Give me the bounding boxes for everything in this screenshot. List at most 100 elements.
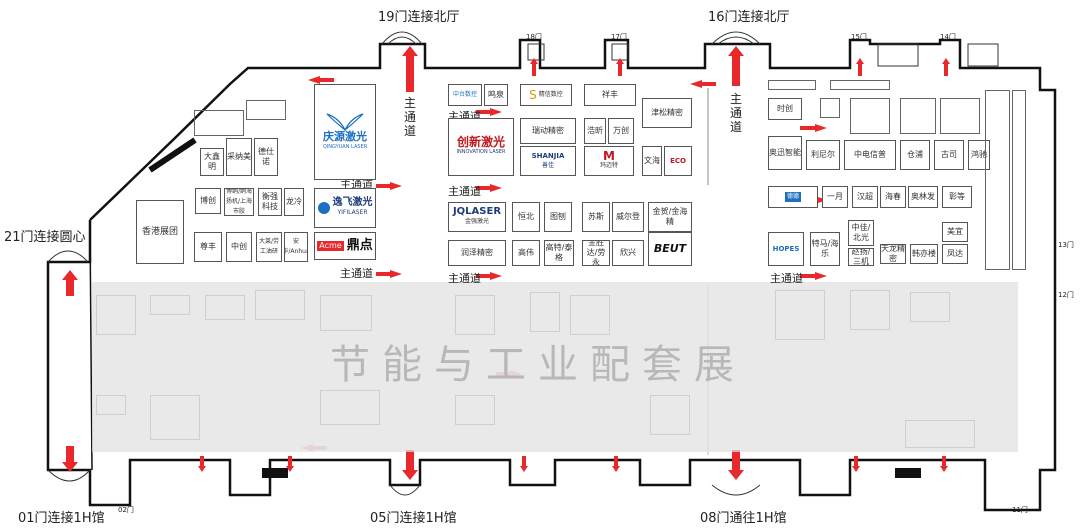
door-16-arc xyxy=(711,31,761,45)
door-21-arc xyxy=(47,250,89,263)
booth-eeco[interactable]: ECO xyxy=(664,146,692,176)
booth-yiyue[interactable]: 一月 xyxy=(822,186,848,208)
booth-fengda[interactable]: 凤达 xyxy=(942,244,968,264)
booth-zhongchuang[interactable]: 中创 xyxy=(226,232,252,262)
door-12-label: 12门 xyxy=(1058,291,1074,299)
booth-lijie[interactable]: 利尼尔 xyxy=(806,140,840,170)
booth-hengbei[interactable]: 恒北 xyxy=(512,202,540,232)
booth-jinyue[interactable]: 金胜达/劳永 xyxy=(582,240,610,266)
booth-acme[interactable]: Acme 鼎点 xyxy=(314,232,376,260)
booth-bolian[interactable]: 博纳/纳海扬机/上海市胶 xyxy=(224,188,254,216)
booth-bochuang[interactable]: 博创 xyxy=(195,188,221,214)
road-label-2: 主通道 xyxy=(340,267,373,280)
booth-gufu[interactable]: 古司 xyxy=(934,140,964,170)
yifei-logo-icon xyxy=(317,202,330,214)
booth-caina[interactable]: 采纳美 xyxy=(226,138,252,176)
door-01-arc xyxy=(47,469,91,482)
entrance-arrows xyxy=(62,46,950,480)
booth-aoxun[interactable]: 奥迅智能 xyxy=(768,136,802,170)
escalator-south-1 xyxy=(262,468,288,478)
road-vertical-west: 主通道 xyxy=(403,96,416,138)
booth-xiangfeng[interactable]: 祥丰 xyxy=(584,84,636,106)
zhongtai-name: 中台数控 xyxy=(452,91,477,98)
jqlaser-name: JQLASER xyxy=(452,206,502,217)
booth-dalai[interactable]: 大莱/劳工油研 xyxy=(256,232,282,262)
booth-jinxin[interactable]: S 精信数控 xyxy=(520,84,572,106)
door-19-label: 19门连接北厅 xyxy=(378,10,460,25)
booth-haichun[interactable]: 海春 xyxy=(880,186,906,208)
road-label-5: 主通道 xyxy=(448,272,481,285)
booth-weierdeng[interactable]: 威尔登 xyxy=(612,202,644,232)
booth-dhe[interactable]: 德德 xyxy=(768,186,818,208)
booth-ruidong[interactable]: 瑞动精密 xyxy=(520,118,576,144)
door-01-label: 01门连接1H馆 xyxy=(18,511,105,526)
booth-hanli[interactable]: 汉超 xyxy=(852,186,878,208)
booth-jinwei[interactable]: 金贺/金海精 xyxy=(648,202,692,232)
booth-mamait[interactable]: M 玛迈特 xyxy=(584,146,634,176)
door-08-arc xyxy=(711,484,761,496)
booth-hongchi[interactable]: 鸿驰 xyxy=(968,140,990,170)
booth-hanyi[interactable]: 韩亦楼 xyxy=(910,244,938,264)
booth-mingqian[interactable]: 鸣泉 xyxy=(484,84,508,106)
booth-bishi[interactable]: 彰等 xyxy=(942,186,972,208)
door-16-label: 16门连接北厅 xyxy=(708,10,790,25)
booth-zhaoyang[interactable]: 赵扬/三机 xyxy=(848,248,874,266)
booth-wenyuan[interactable]: 文海 xyxy=(642,146,662,176)
energy-zone xyxy=(92,282,1018,452)
booth-shanjia[interactable]: SHANJIA 善佳 xyxy=(520,146,576,176)
booth-zhongjing[interactable]: 中佳/北光 xyxy=(848,220,874,246)
beut-logo: BEUT xyxy=(653,242,687,255)
booth-longjia[interactable]: 龙冷 xyxy=(284,188,304,216)
booth-jqlaser[interactable]: JQLASER 金强激光 xyxy=(448,202,506,232)
door-05-label: 05门连接1H馆 xyxy=(370,511,457,526)
booth-beut[interactable]: BEUT xyxy=(648,232,692,266)
booth-anhua[interactable]: 安华/Anhua xyxy=(284,232,308,262)
booth-zhongtai[interactable]: 中台数控 xyxy=(448,84,482,106)
door-21-label: 21门连接圆心 xyxy=(4,230,86,245)
booth-xinbing[interactable]: 欣兴 xyxy=(612,240,644,266)
yifei-sub: YIFILASER xyxy=(337,209,368,216)
door-13-label: 13门 xyxy=(1058,241,1074,249)
door-17-label: 17门 xyxy=(611,33,627,41)
booth-zunfeng[interactable]: 尊丰 xyxy=(194,232,222,262)
booth-wanchuang[interactable]: 万创 xyxy=(608,118,634,144)
booth-tuxin[interactable]: 图刨 xyxy=(544,202,572,232)
booth-qingyuan[interactable]: 庆源激光 QINGYUAN LASER xyxy=(314,84,376,180)
road-label-4: 主通道 xyxy=(448,185,481,198)
booth-cangpu[interactable]: 仓浦 xyxy=(900,140,930,170)
booth-haoxin[interactable]: 浩昕 xyxy=(584,118,606,144)
door-15-label: 15门 xyxy=(851,33,867,41)
booth-meiyi[interactable]: 美宜 xyxy=(942,222,968,242)
qingyuan-sub: QINGYUAN LASER xyxy=(322,144,368,150)
booth-zhongdian[interactable]: 中电信普 xyxy=(844,140,896,170)
booth-shike[interactable]: 时创 xyxy=(768,98,802,120)
booth-tianlong[interactable]: 天龙精密 xyxy=(880,244,906,264)
booth-deyinuo[interactable]: 德仕诺 xyxy=(254,138,278,176)
booth-tekai[interactable]: 特马/海乐 xyxy=(810,232,840,266)
booth-hongkong[interactable]: 香港展团 xyxy=(136,200,184,264)
booth-oulin[interactable]: 奥林发 xyxy=(908,186,938,208)
booth-hengchuang[interactable]: 衡强科技 xyxy=(258,188,282,216)
booth-suzhou[interactable]: 苏斯 xyxy=(582,202,610,232)
booth-gaode[interactable]: 高特/泰格 xyxy=(544,240,574,266)
door-19-arc xyxy=(381,31,423,45)
door-11-label: 11门 xyxy=(1012,506,1028,514)
door-02-label: 02门 xyxy=(118,506,134,514)
qingyuan-name: 庆源激光 xyxy=(323,130,367,143)
booth-gaoheng[interactable]: 高伟 xyxy=(512,240,540,266)
booth-yifei[interactable]: 逸飞激光 YIFILASER xyxy=(314,188,376,228)
booth-runze[interactable]: 润泽精密 xyxy=(448,240,506,266)
acme-tag: Acme xyxy=(317,241,344,251)
booth-jinsong[interactable]: 津松精密 xyxy=(642,98,692,128)
qingyuan-logo-icon xyxy=(326,113,364,132)
zone-title: 节能与工业配套展 xyxy=(330,342,746,388)
door-05-arc xyxy=(389,484,421,496)
booth-hopes[interactable]: HOPES xyxy=(768,232,804,266)
door-14-label: 14门 xyxy=(940,33,956,41)
mamait-logo-icon: M xyxy=(603,149,615,163)
booth-chuangxin[interactable]: 创新激光 INNOVATION LASER xyxy=(448,118,514,176)
acme-name: 鼎点 xyxy=(346,238,373,253)
booth-dachuang[interactable]: 大鑫明 xyxy=(200,148,224,176)
